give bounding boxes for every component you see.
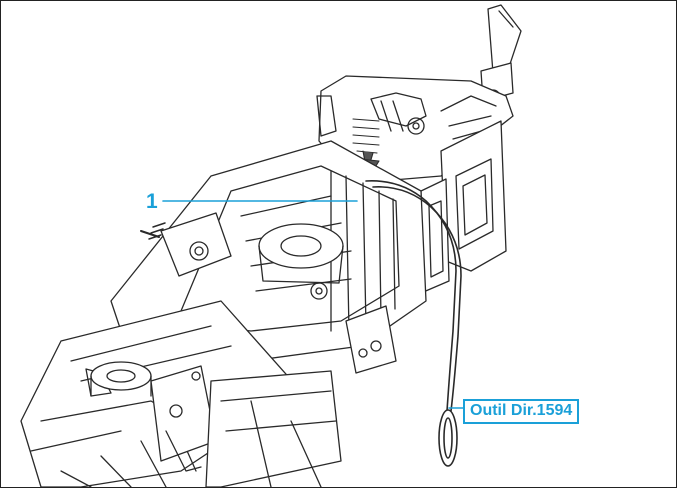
right-lower-bracket	[345, 305, 397, 374]
drum-left	[90, 361, 152, 397]
tool-reference-label: Outil Dir.1594	[463, 399, 580, 424]
part-number-label: 1	[146, 190, 158, 213]
tool-wire	[365, 180, 462, 467]
right-housing	[420, 120, 507, 294]
left-bracket	[140, 212, 232, 277]
drum-center	[258, 223, 344, 300]
callout-leaders	[162, 200, 464, 409]
lower-structure	[205, 370, 342, 487]
